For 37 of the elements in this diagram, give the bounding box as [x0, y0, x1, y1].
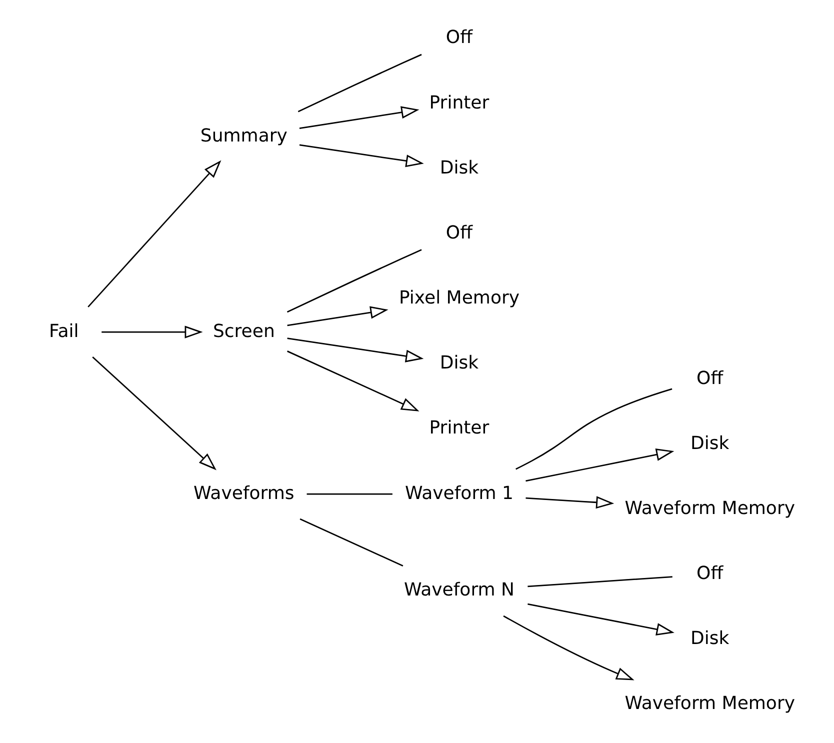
- node-text: Off: [696, 368, 724, 389]
- connector: [300, 518, 404, 567]
- arrow: [503, 615, 634, 680]
- arrow: [88, 160, 222, 308]
- connector: [298, 54, 422, 112]
- node-text: Waveform Memory: [624, 498, 795, 519]
- node-text: Printer: [429, 418, 490, 439]
- arrow: [299, 106, 420, 130]
- arrow: [102, 326, 203, 338]
- node-text: Off: [446, 222, 473, 244]
- connector: [306, 493, 392, 495]
- node-text: Summary: [200, 126, 288, 147]
- node-text: Waveforms: [194, 482, 294, 504]
- arrow: [528, 603, 674, 636]
- node-text: Waveform Memory: [624, 693, 795, 714]
- node-text: Fail: [49, 320, 79, 342]
- arrow: [526, 448, 674, 482]
- node-text: Disk: [690, 432, 730, 454]
- node-text: Off: [446, 27, 473, 48]
- connector: [528, 576, 672, 588]
- arrow: [287, 338, 424, 362]
- node-text: Pixel Memory: [398, 288, 520, 309]
- arrow: [92, 356, 216, 470]
- node-text: Disk: [440, 352, 479, 374]
- connector: [286, 249, 422, 313]
- arrow: [287, 350, 420, 412]
- node-text: Disk: [690, 628, 730, 650]
- node-text: Printer: [429, 92, 490, 114]
- node-text: Off: [696, 563, 724, 584]
- node-text: Waveform 1: [404, 482, 514, 504]
- node-text: Disk: [440, 157, 479, 178]
- arrow: [299, 144, 424, 168]
- arrow: [526, 496, 614, 509]
- node-text: Screen: [212, 320, 275, 342]
- node-text: Waveform N: [404, 580, 515, 601]
- arrow: [287, 306, 388, 326]
- connector: [516, 388, 672, 470]
